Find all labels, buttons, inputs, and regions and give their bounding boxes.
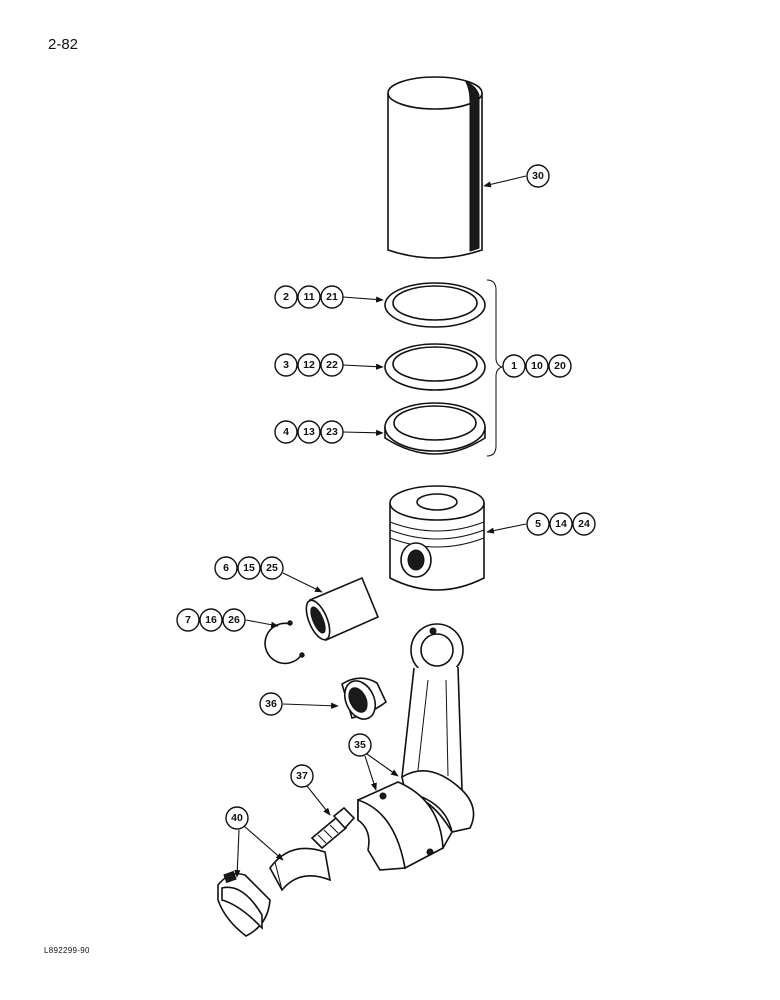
callout-23: 23 (320, 420, 344, 444)
svg-text:4: 4 (283, 426, 289, 438)
top-piston-ring (384, 282, 486, 328)
callout-16: 16 (199, 608, 223, 632)
upper-bearing-shell (269, 847, 332, 892)
callout-3: 3 (274, 353, 298, 377)
connecting-rod-cap (357, 781, 444, 871)
callout-24: 24 (572, 512, 596, 536)
piston-pin (305, 576, 380, 642)
callout-30: 30 (526, 164, 550, 188)
callout-10: 10 (525, 354, 549, 378)
svg-text:10: 10 (531, 360, 543, 372)
svg-text:16: 16 (205, 614, 217, 626)
piston-pin-bushing (341, 677, 388, 720)
svg-text:21: 21 (326, 291, 338, 303)
cylinder-liner (387, 76, 483, 259)
callout-6: 6 (214, 556, 238, 580)
figure-reference-code: L892299-90 (44, 946, 90, 955)
svg-text:7: 7 (185, 614, 191, 626)
callout-15: 15 (237, 556, 261, 580)
svg-text:25: 25 (266, 562, 278, 574)
connecting-rod-bolt (310, 806, 356, 850)
ring-set-bracket (486, 279, 504, 457)
oil-control-ring (384, 402, 486, 455)
svg-text:11: 11 (303, 291, 314, 303)
svg-text:3: 3 (283, 359, 289, 371)
callout-36: 36 (259, 692, 283, 716)
svg-text:14: 14 (555, 518, 567, 530)
svg-text:26: 26 (228, 614, 240, 626)
callout-37: 37 (290, 764, 314, 788)
callout-20: 20 (548, 354, 572, 378)
svg-text:40: 40 (231, 812, 243, 824)
page-number: 2-82 (48, 36, 79, 53)
svg-text:13: 13 (303, 426, 315, 438)
lower-bearing-shell (217, 870, 271, 937)
callout-25: 25 (260, 556, 284, 580)
callout-14: 14 (549, 512, 573, 536)
callout-22: 22 (320, 353, 344, 377)
callout-7: 7 (176, 608, 200, 632)
svg-text:35: 35 (354, 739, 366, 751)
callout-35: 35 (348, 733, 372, 757)
callout-21: 21 (320, 285, 344, 309)
callout-40: 40 (225, 806, 249, 830)
svg-text:22: 22 (326, 359, 338, 371)
svg-text:20: 20 (554, 360, 566, 372)
callout-4: 4 (274, 420, 298, 444)
svg-text:12: 12 (303, 359, 315, 371)
middle-piston-ring (384, 343, 486, 391)
callout-1: 1 (502, 354, 526, 378)
svg-text:23: 23 (326, 426, 338, 438)
svg-text:37: 37 (296, 770, 308, 782)
callout-12: 12 (297, 353, 321, 377)
callout-5: 5 (526, 512, 550, 536)
svg-text:6: 6 (223, 562, 229, 574)
callout-13: 13 (297, 420, 321, 444)
svg-text:2: 2 (283, 291, 289, 303)
piston (389, 485, 485, 591)
pin-retaining-ring (264, 620, 305, 665)
svg-text:30: 30 (532, 170, 544, 182)
svg-text:24: 24 (578, 518, 590, 530)
svg-text:5: 5 (535, 518, 541, 530)
svg-text:1: 1 (511, 360, 517, 372)
svg-text:15: 15 (243, 562, 255, 574)
callout-11: 11 (297, 285, 321, 309)
callout-26: 26 (222, 608, 246, 632)
svg-text:36: 36 (265, 698, 277, 710)
callout-2: 2 (274, 285, 298, 309)
